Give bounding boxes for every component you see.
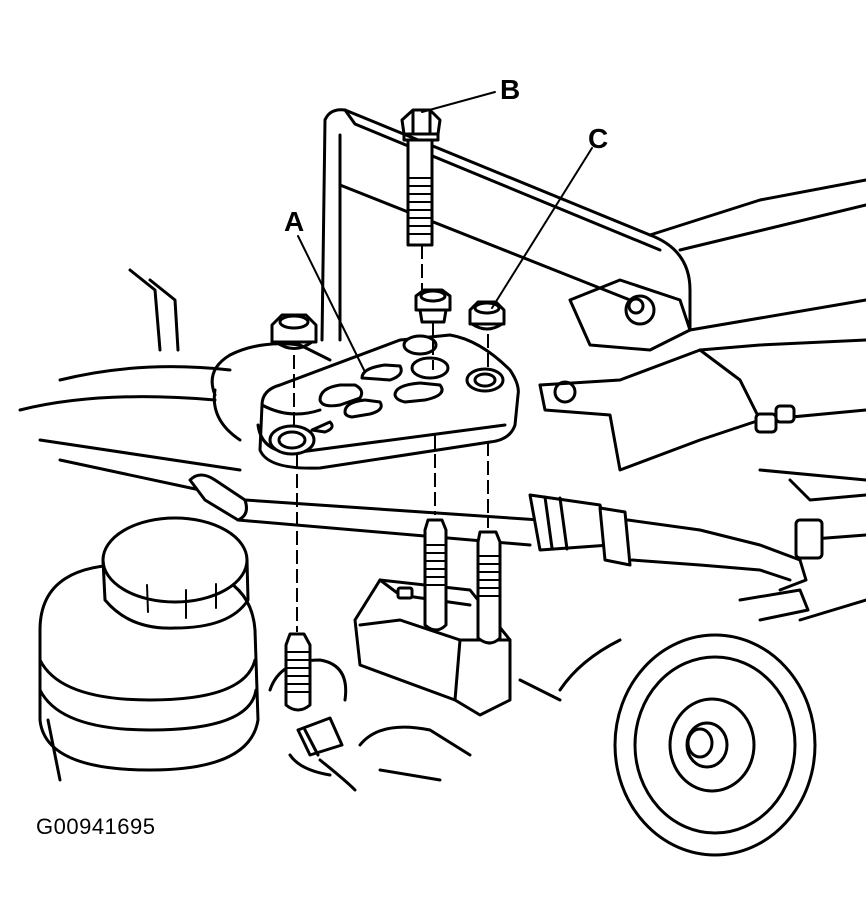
reservoir-cap [38, 516, 260, 782]
pulley [518, 633, 817, 857]
lower-bracket [353, 578, 512, 717]
bolt-b [400, 108, 442, 290]
mount-body-left [128, 268, 332, 442]
center-nut [414, 288, 452, 370]
nut-c [468, 300, 506, 372]
engine-block-right [538, 338, 866, 622]
engine-housing [320, 108, 866, 352]
callout-leaders [297, 91, 593, 373]
mount-bracket-a [256, 333, 520, 470]
callout-label-b: B [500, 74, 520, 105]
figure-id: G00941695 [36, 814, 156, 839]
nut-left [270, 313, 318, 432]
callout-label-a: A [284, 206, 304, 237]
stud-left [284, 455, 312, 712]
stud-center [423, 435, 448, 632]
callout-label-c: C [588, 123, 608, 154]
hose [18, 365, 808, 592]
lower-clip [268, 658, 472, 792]
stud-right [476, 442, 502, 645]
